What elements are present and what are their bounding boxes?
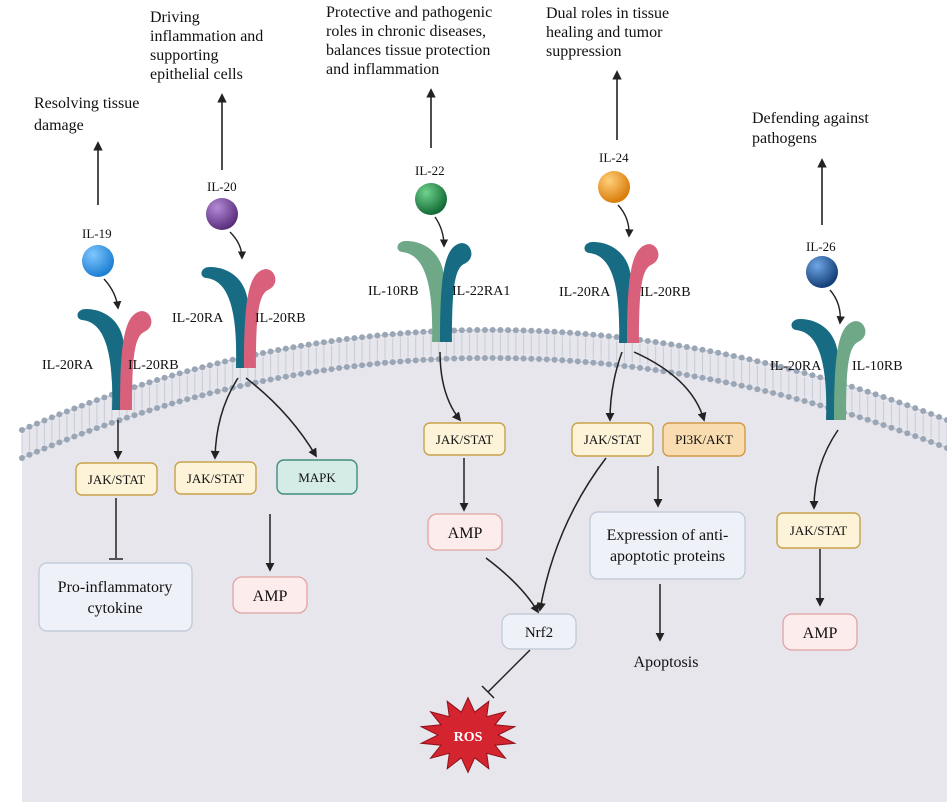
cytokine-label-il20: IL-20 [207, 179, 237, 194]
svg-text:JAK/STAT: JAK/STAT [790, 523, 848, 538]
svg-text:AMP: AMP [448, 525, 483, 542]
box-nrf2: Nrf2 [501, 613, 577, 650]
arrow-il22-jak [439, 351, 462, 422]
svg-text:PI3K/AKT: PI3K/AKT [675, 432, 733, 447]
bind-arrow-il22 [434, 216, 449, 248]
il24-ligand-icon [598, 171, 630, 203]
ros-burst-icon: ROS [419, 696, 517, 774]
bind-arrow-il19 [103, 278, 122, 310]
pathway-boxes: JAK/STAT JAK/STAT MAPK JAK/STAT JAK/STAT… [75, 422, 861, 549]
arrow-amp-nrf2 [485, 557, 539, 614]
il26-ligand-icon [806, 256, 838, 288]
receptor-label-il26-a: IL-20RA [770, 359, 822, 374]
receptor-label-il22-a: IL-10RB [368, 284, 419, 299]
svg-text:JAK/STAT: JAK/STAT [88, 472, 146, 487]
signal-arrows [109, 351, 839, 699]
cytokine-label-il19: IL-19 [82, 226, 112, 241]
il19-ligand-icon [82, 245, 114, 277]
receptor-label-il22-b: IL-22RA1 [452, 284, 510, 299]
cell-membrane [19, 326, 947, 461]
box-amp-il20: AMP [232, 576, 308, 614]
il22-ligand-icon [415, 183, 447, 215]
bind-arrow-il24 [617, 204, 634, 238]
box-il22-jakstat: JAK/STAT [423, 422, 506, 456]
role-arrows [93, 70, 827, 225]
arrow-il24-pi3k [633, 351, 707, 422]
arrow-il20-jak [210, 377, 239, 460]
bind-arrow-il26 [829, 289, 845, 325]
arrow-il26-jak [809, 429, 839, 510]
receptor-il19 [77, 309, 152, 410]
svg-text:MAPK: MAPK [298, 470, 336, 485]
receptor-label-il20-b: IL-20RB [255, 311, 306, 326]
receptor-il26 [791, 319, 866, 420]
box-il20-jakstat: JAK/STAT [174, 461, 257, 495]
arrow-il20-mapk [245, 377, 317, 458]
receptor-label-il24-b: IL-20RB [640, 285, 691, 300]
cytokine-label-il22: IL-22 [415, 163, 445, 178]
svg-text:JAK/STAT: JAK/STAT [436, 432, 494, 447]
receptor-labels: IL-20RA IL-20RB IL-20RA IL-20RB IL-10RB … [42, 284, 903, 374]
svg-text:ROS: ROS [454, 730, 483, 745]
receptor-label-il19-a: IL-20RA [42, 358, 94, 373]
box-il19-jakstat: JAK/STAT [75, 462, 158, 496]
receptor-label-il19-b: IL-20RB [128, 358, 179, 373]
cytokine-label-il24: IL-24 [599, 150, 629, 165]
inhibit-bar-ros [481, 685, 495, 699]
svg-text:AMP: AMP [803, 625, 838, 642]
arrow-il24-jak [605, 351, 623, 422]
svg-text:JAK/STAT: JAK/STAT [187, 471, 245, 486]
box-amp-il22: AMP [427, 513, 503, 551]
bind-arrow-il20 [229, 231, 247, 260]
il20-ligand-icon [206, 198, 238, 230]
arrow-il24jak-nrf2 [536, 457, 607, 612]
cytokine-label-il26: IL-26 [806, 239, 836, 254]
cytokine-spheres [82, 171, 838, 288]
svg-text:Expression of anti-apoptotic p: Expression of anti-apoptotic proteins [607, 527, 729, 565]
inhibit-nrf2-ros [487, 649, 531, 693]
box-amp-il26: AMP [782, 613, 858, 651]
binding-arrows [103, 204, 845, 325]
apoptosis-label: Apoptosis [634, 654, 699, 671]
receptor-label-il20-a: IL-20RA [172, 311, 224, 326]
box-il24-jakstat: JAK/STAT [571, 422, 654, 457]
cytokine-labels: IL-19 IL-20 IL-22 IL-24 IL-26 [82, 150, 836, 254]
receptor-il24 [584, 242, 659, 343]
receptor-label-il26-b: IL-10RB [852, 359, 903, 374]
box-il24-pi3kakt: PI3K/AKT [662, 422, 746, 457]
receptor-label-il24-a: IL-20RA [559, 285, 611, 300]
box-il26-jakstat: JAK/STAT [776, 512, 861, 549]
svg-text:AMP: AMP [253, 588, 288, 605]
box-antiapoptotic: Expression of anti-apoptotic proteins [589, 511, 746, 580]
box-il20-mapk: MAPK [276, 459, 358, 495]
svg-text:JAK/STAT: JAK/STAT [584, 432, 642, 447]
receptor-il20 [201, 267, 276, 368]
svg-text:Nrf2: Nrf2 [525, 625, 553, 641]
receptor-il22 [397, 241, 472, 342]
